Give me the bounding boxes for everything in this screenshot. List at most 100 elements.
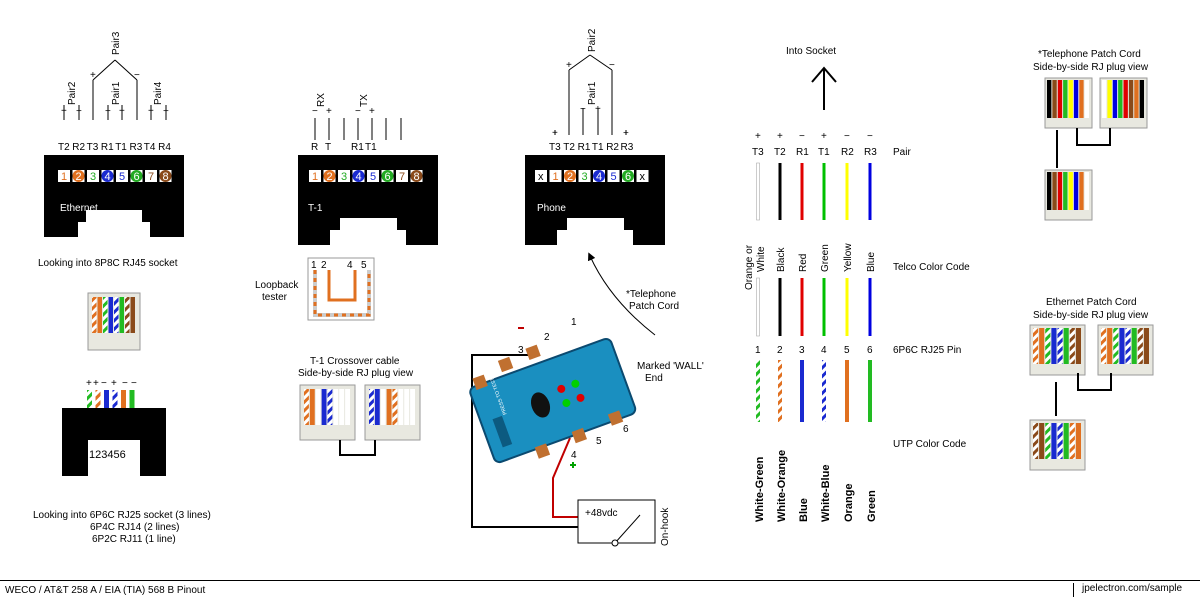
eth-cord-plug-wire [1075, 423, 1081, 459]
svg-text:+: + [119, 106, 125, 117]
rj45-plug-wire [108, 297, 113, 333]
tester-num-1: 1 [571, 317, 577, 328]
phone-pin-label: T3 [549, 142, 561, 153]
supply-voltage: +48vdc [585, 508, 618, 519]
svg-text:+: + [552, 128, 558, 139]
phone-pin-cell [578, 170, 591, 182]
tester-wall-label-1: Marked 'WALL' [637, 361, 704, 372]
eth-cord-plug-wire [1039, 423, 1045, 459]
rj45-plug-wire [97, 297, 102, 333]
rj45-pin-dot [130, 170, 143, 182]
tester-led-red-1 [557, 384, 566, 393]
utp-name: Orange [843, 483, 855, 522]
hook-switch-pivot [611, 539, 619, 547]
t1-pin-cell [338, 170, 350, 182]
eth-cord-title: Ethernet Patch Cord [1046, 297, 1137, 308]
phone-cord-plug-wire [1073, 80, 1079, 118]
table-pin: 6 [867, 345, 873, 356]
table-pin: 2 [777, 345, 783, 356]
t1-left-plug-wire [304, 389, 309, 425]
loopback-box [307, 257, 375, 321]
rj45-pin-label: R1 [101, 142, 114, 153]
t1-right-plug-wire [380, 389, 386, 425]
eth-cord-plug-wire [1057, 328, 1063, 364]
rj45-socket-slot [86, 210, 142, 222]
svg-text:+: + [61, 106, 67, 117]
tester-minus-mark [518, 327, 524, 329]
tester-num-5: 5 [596, 436, 602, 447]
phone-pin-label: T1 [592, 142, 604, 153]
loopback-tester: 1 2 4 5 Loopback tester [255, 257, 375, 321]
telco-name: Red [798, 254, 809, 272]
rj25-caption-line3: 6P2C RJ11 (1 line) [92, 534, 176, 545]
utp-name: White-Green [754, 456, 766, 522]
loopback-wire-a-stripe [313, 270, 371, 317]
table-telco-wire-top [822, 163, 826, 220]
rj45-pair1-label: Pair1 [111, 81, 122, 105]
rj45-pin-number: 3 [90, 171, 96, 183]
telco-name: White [756, 246, 767, 272]
phone-cord-plug-wire [1118, 80, 1123, 118]
rj45-plug-wire [125, 297, 130, 333]
phone-cord-plug-wire [1047, 172, 1052, 210]
t1-rx-label: RX [316, 93, 327, 107]
phone-name: Phone [537, 203, 566, 214]
t1-left-plug-wire [315, 389, 321, 425]
rj45-pin-dot [159, 170, 172, 182]
t1-crossover-link [339, 440, 376, 456]
rj45-pin-number: 5 [119, 171, 125, 183]
eth-cord-plug-wire [1063, 423, 1069, 459]
loopback-label-1: Loopback [255, 280, 299, 291]
rj45-signs: +− +− −+ +− [61, 70, 169, 117]
tester-case [469, 337, 637, 464]
tester-button [530, 392, 551, 418]
table-mid-wires [756, 277, 872, 337]
rj25-caption-line2: 6P4C RJ14 (2 lines) [90, 522, 179, 533]
utp-name: Green [866, 490, 878, 522]
phone-pin-dot [622, 170, 634, 182]
tester-num-3: 3 [518, 345, 524, 356]
table-telco-wire-top [800, 163, 804, 220]
svg-text:−: − [312, 106, 318, 117]
t1-right-plug-wire [398, 389, 404, 425]
phone-pin-label: R1 [578, 142, 591, 153]
phone-cord-plug-wire [1128, 80, 1134, 118]
table-telco-wire-top [756, 162, 760, 221]
phone-socket-slot [567, 218, 624, 230]
t1-pin-number: 8 [414, 171, 420, 183]
pair-row-label: Pair [893, 147, 911, 158]
t1-pin-dot [381, 170, 394, 182]
phone-cord-link [1076, 128, 1111, 146]
rj45-caption: Looking into 8P8C RJ45 socket [38, 258, 178, 269]
t1-pin-dot [323, 170, 336, 182]
eth-cord-plug-wire [1107, 328, 1113, 364]
t1-pin-number: 4 [356, 171, 362, 183]
svg-text:−: − [131, 378, 137, 389]
eth-cord-section: Ethernet Patch Cord Side-by-side RJ plug… [1029, 297, 1154, 471]
phone-pin-number: x [538, 171, 544, 183]
table-pair: T2 [774, 147, 786, 158]
phone-cord-plug-wire [1047, 80, 1052, 118]
table-utp-wires [756, 360, 872, 422]
t1-left-plug-wire [345, 389, 350, 425]
svg-text:−: − [580, 104, 586, 115]
svg-text:−: − [609, 60, 615, 71]
rj25-pin-numbers: 123456 [89, 449, 126, 461]
t1-plug-wires [304, 389, 415, 425]
tester-led-green-1 [571, 379, 580, 388]
phone-cord-plug-wire [1068, 80, 1073, 118]
t1-pin-number: 2 [327, 171, 333, 183]
table-sign: + [755, 131, 761, 142]
phone-pin-cell [549, 170, 562, 182]
rj45-pin-label: R3 [130, 142, 143, 153]
table-utp-wire [845, 360, 849, 422]
rj45-pin-number: 6 [134, 171, 140, 183]
rj25-signs: ++ −+ −− [86, 378, 137, 389]
phone-pin-number: 5 [611, 171, 617, 183]
